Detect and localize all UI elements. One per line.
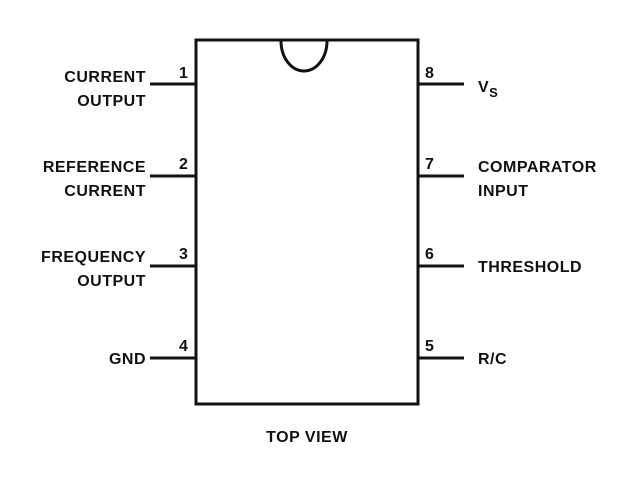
pin-7-label-line1: COMPARATOR bbox=[478, 159, 597, 176]
pin-4-number: 4 bbox=[179, 338, 188, 355]
pin-7-number: 7 bbox=[425, 156, 434, 173]
ic-package-body bbox=[194, 38, 420, 406]
pin-1-label-line2: OUTPUT bbox=[77, 93, 146, 110]
pin-8-number: 8 bbox=[425, 65, 434, 82]
pin-3-number: 3 bbox=[179, 246, 188, 263]
pin-8-label-main: V bbox=[478, 79, 489, 96]
pin-5-number: 5 bbox=[425, 338, 434, 355]
pin-1-number: 1 bbox=[179, 65, 188, 82]
pin-8-label-subscript: S bbox=[489, 85, 498, 100]
top-view-caption: TOP VIEW bbox=[266, 429, 348, 446]
pin-3-label-line2: OUTPUT bbox=[77, 273, 146, 290]
pin-2-number: 2 bbox=[179, 156, 188, 173]
pin-6-label: THRESHOLD bbox=[478, 259, 582, 276]
pin-5-label: R/C bbox=[478, 351, 507, 368]
pin-2-label-line2: CURRENT bbox=[64, 183, 146, 200]
pin-1-label-line1: CURRENT bbox=[64, 69, 146, 86]
pin-4-label: GND bbox=[109, 351, 146, 368]
pin-8-label: VS bbox=[478, 79, 498, 100]
pin-3-label-line1: FREQUENCY bbox=[41, 249, 146, 266]
pin-6-number: 6 bbox=[425, 246, 434, 263]
orientation-notch bbox=[279, 40, 329, 73]
pin-7-label-line2: INPUT bbox=[478, 183, 529, 200]
pin-2-label-line1: REFERENCE bbox=[43, 159, 146, 176]
